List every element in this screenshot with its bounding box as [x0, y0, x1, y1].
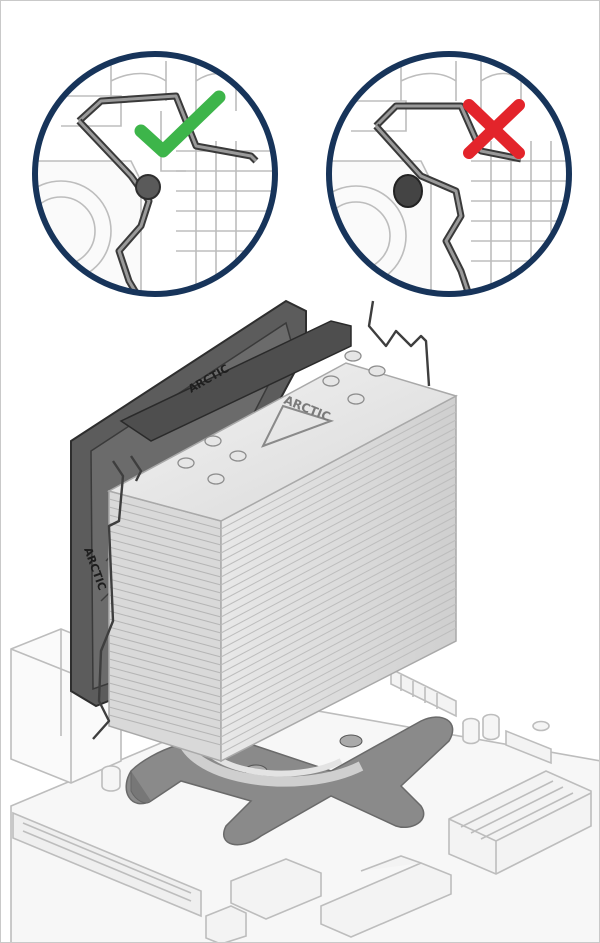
bottom-connectors	[205, 855, 452, 942]
heatsink: ARCTIC	[106, 350, 458, 763]
heatpipe-tips	[177, 350, 386, 485]
fan-clips	[92, 300, 431, 740]
atx-connector	[448, 770, 592, 875]
capacitors	[101, 713, 550, 792]
detail-circle-border	[32, 51, 278, 297]
detail-incorrect	[326, 51, 572, 297]
detail-correct	[32, 51, 278, 297]
check-mark-icon	[134, 90, 226, 158]
pcie-slot	[12, 811, 202, 918]
clip-incorrect	[373, 102, 522, 294]
cross-mark-icon	[463, 99, 525, 159]
pin-headers	[390, 667, 552, 765]
detail-circle-border	[326, 51, 572, 297]
